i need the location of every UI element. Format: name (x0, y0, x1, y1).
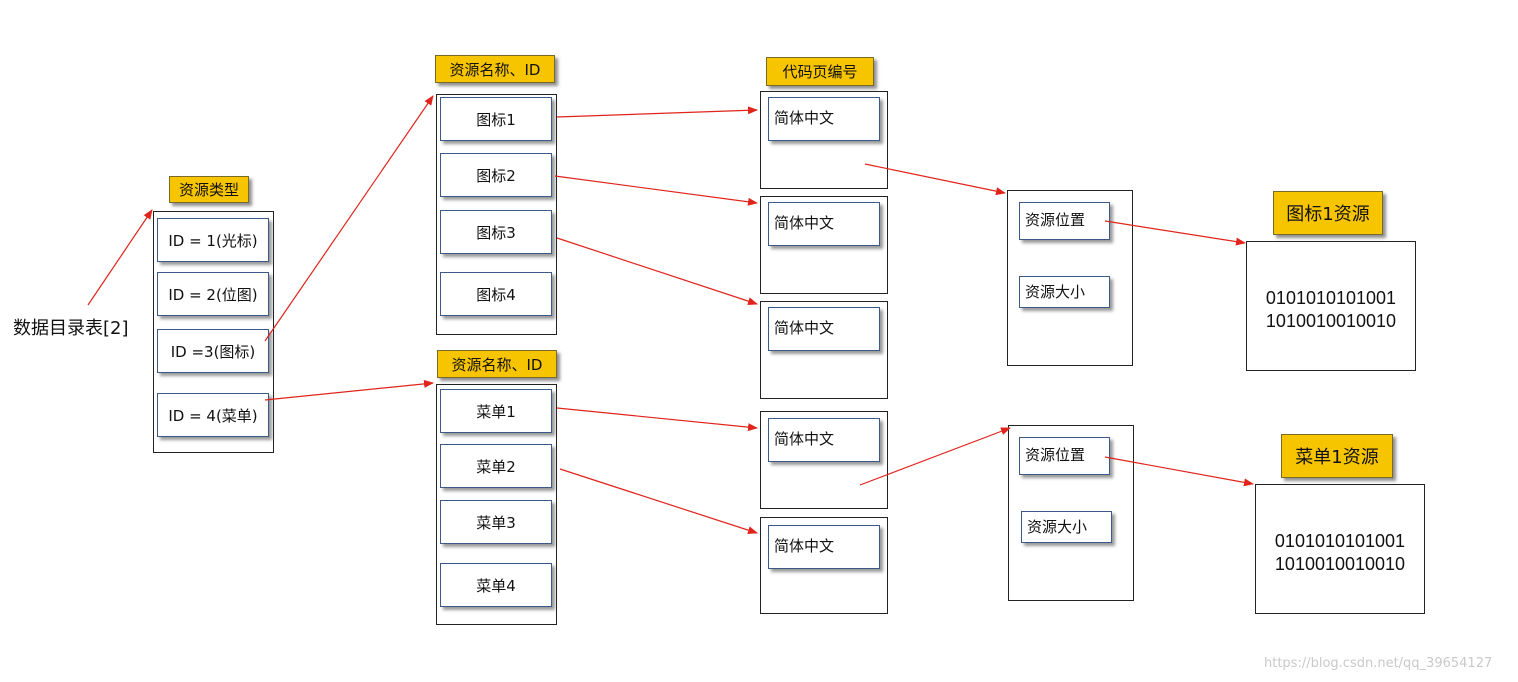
entry2-position: 资源位置 (1019, 437, 1110, 475)
codepage-title: 代码页编号 (766, 57, 874, 86)
arrow-menu1-to-codepage (556, 407, 758, 432)
arrow-codepage1-to-entry1 (864, 163, 1006, 196)
type-menu: ID = 4(菜单) (157, 393, 269, 437)
type-bitmap: ID = 2(位图) (157, 272, 269, 316)
icon-resource-line-2: 1010010010010 (1265, 311, 1397, 331)
arrow-icon2-to-codepage (554, 175, 758, 206)
menu-name-1: 菜单1 (440, 389, 552, 433)
arrow-icon3-to-codepage (556, 237, 758, 305)
icon-resource-box (1246, 241, 1416, 371)
codepage-label-5: 简体中文 (768, 525, 880, 569)
entry1-size: 资源大小 (1019, 276, 1110, 308)
arrow-root-to-types (87, 209, 153, 306)
entry1-position: 资源位置 (1019, 202, 1110, 240)
icon-name-4: 图标4 (440, 272, 552, 316)
icon-resource-data: 0101010101001 1010010010010 (1246, 287, 1416, 333)
menu-names-title: 资源名称、ID (437, 350, 557, 378)
codepage-label-2: 简体中文 (768, 202, 880, 246)
icon-names-title: 资源名称、ID (435, 55, 555, 83)
menu-name-2: 菜单2 (440, 444, 552, 488)
root-label: 数据目录表[2] (13, 318, 129, 339)
arrow-icon-type-to-names (264, 95, 434, 342)
entry2-size: 资源大小 (1021, 511, 1112, 543)
menu-name-4: 菜单4 (440, 563, 552, 607)
arrow-codepage4-to-entry2 (859, 427, 1011, 486)
menu-resource-data: 0101010101001 1010010010010 (1255, 530, 1425, 576)
arrow-entry1-to-icon-resource (1104, 220, 1246, 246)
codepage-label-4: 简体中文 (768, 418, 880, 462)
arrow-icon1-to-codepage (556, 106, 758, 118)
arrow-entry2-to-menu-resource (1104, 456, 1254, 487)
icon-resource-line-1: 0101010101001 (1265, 288, 1397, 308)
menu-resource-box (1255, 484, 1425, 614)
resource-type-title: 资源类型 (169, 176, 249, 203)
type-cursor: ID = 1(光标) (157, 218, 269, 262)
icon-resource-title: 图标1资源 (1273, 191, 1383, 235)
icon-name-1: 图标1 (440, 97, 552, 141)
menu-resource-line-2: 1010010010010 (1274, 554, 1406, 574)
codepage-label-1: 简体中文 (768, 97, 880, 141)
arrow-menu-type-to-names (264, 379, 434, 401)
arrow-menu2-to-codepage (559, 468, 758, 535)
menu-resource-title: 菜单1资源 (1281, 434, 1393, 478)
icon-name-2: 图标2 (440, 153, 552, 197)
menu-resource-line-1: 0101010101001 (1274, 531, 1406, 551)
type-icon: ID =3(图标) (157, 329, 269, 373)
menu-name-3: 菜单3 (440, 500, 552, 544)
icon-name-3: 图标3 (440, 210, 552, 254)
codepage-label-3: 简体中文 (768, 307, 880, 351)
watermark: https://blog.csdn.net/qq_39654127 (1264, 656, 1493, 671)
